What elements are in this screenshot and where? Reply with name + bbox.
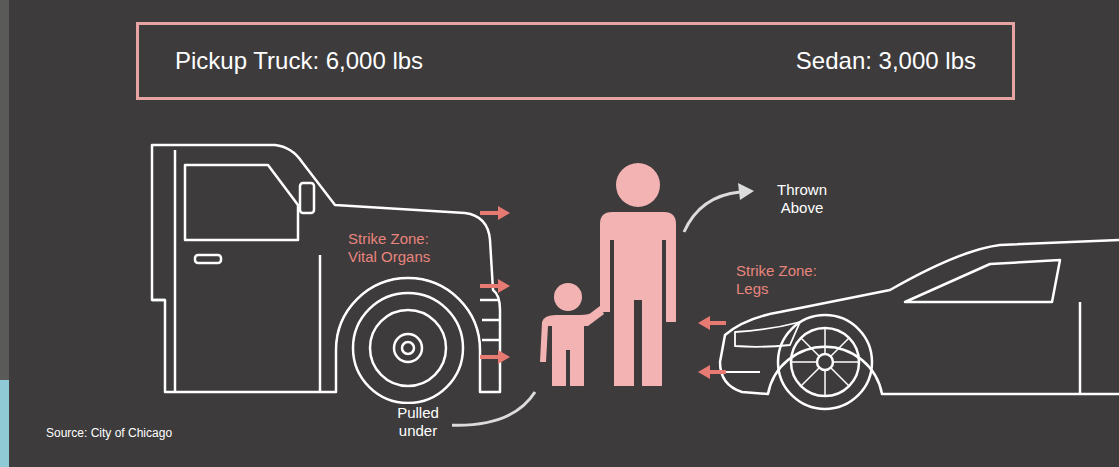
weight-text: Sedan: 3,000 lbs	[796, 47, 976, 75]
photo-strip	[0, 0, 9, 467]
photo-strip-accent	[0, 380, 9, 467]
pickup-truck	[152, 145, 500, 403]
motion-label: Thrown Above	[758, 181, 846, 217]
motion-label: Pulled under	[384, 404, 452, 440]
impact-arrows	[480, 206, 726, 379]
pedestrians	[540, 163, 676, 386]
strike-zone-label: Strike Zone: Vital Organs	[346, 230, 462, 266]
sedan	[720, 240, 1119, 409]
motion-arrows	[434, 183, 754, 433]
strike-zone-label: Strike Zone: Legs	[734, 262, 842, 298]
source-note: Source: City of Chicago	[44, 424, 248, 442]
weight-text: Pickup Truck: 6,000 lbs	[175, 47, 423, 75]
weight-box: Pickup Truck: 6,000 lbs Sedan: 3,000 lbs	[136, 22, 1015, 100]
